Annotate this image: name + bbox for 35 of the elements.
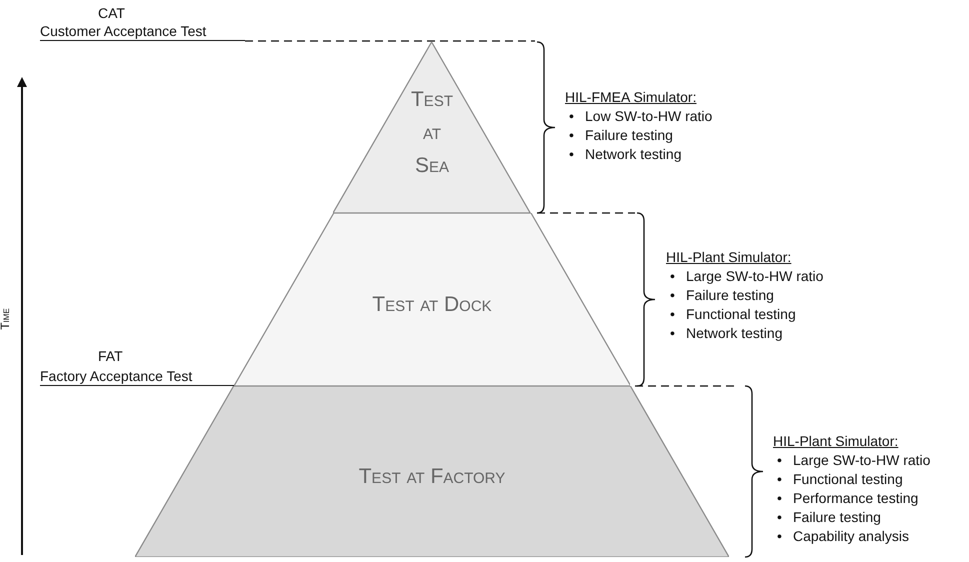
bullet-mark: •	[568, 107, 575, 126]
simulator-heading: HIL-Plant Simulator:	[773, 432, 898, 451]
tier-label: Test at Dock	[371, 292, 493, 318]
bullet-item: Network testing	[585, 145, 682, 164]
milestone-abbreviation: CAT	[98, 4, 125, 23]
bullet-mark: •	[669, 286, 676, 305]
bullet-item: Failure testing	[686, 286, 774, 305]
bullet-mark: •	[669, 305, 676, 324]
bullet-item: Performance testing	[793, 489, 918, 508]
milestone-label: Factory Acceptance Test	[40, 367, 234, 386]
milestone-abbreviation: FAT	[98, 347, 123, 366]
bullet-mark: •	[669, 324, 676, 343]
bullet-mark: •	[669, 267, 676, 286]
bullet-mark: •	[776, 451, 783, 470]
bullet-mark: •	[776, 470, 783, 489]
bullet-item: Failure testing	[585, 126, 673, 145]
bullet-mark: •	[568, 126, 575, 145]
tier-label: Test at Factory	[358, 464, 506, 490]
milestone-label: Customer Acceptance Test	[40, 22, 245, 41]
bullet-item: Low SW-to-HW ratio	[585, 107, 712, 126]
simulator-heading: HIL-FMEA Simulator:	[565, 88, 696, 107]
bullet-item: Capability analysis	[793, 527, 909, 546]
simulator-heading: HIL-Plant Simulator:	[666, 248, 792, 267]
bullet-mark: •	[776, 527, 783, 546]
bullet-mark: •	[568, 145, 575, 164]
bullet-mark: •	[776, 508, 783, 527]
tier-label: Test at Sea	[410, 87, 454, 179]
bullet-mark: •	[776, 489, 783, 508]
bullet-item: Failure testing	[793, 508, 881, 527]
bullet-item: Functional testing	[686, 305, 796, 324]
axis-label: Time	[0, 308, 13, 330]
bullet-item: Large SW-to-HW ratio	[686, 267, 824, 286]
bullet-item: Functional testing	[793, 470, 903, 489]
bullet-item: Large SW-to-HW ratio	[793, 451, 930, 470]
bullet-item: Network testing	[686, 324, 782, 343]
